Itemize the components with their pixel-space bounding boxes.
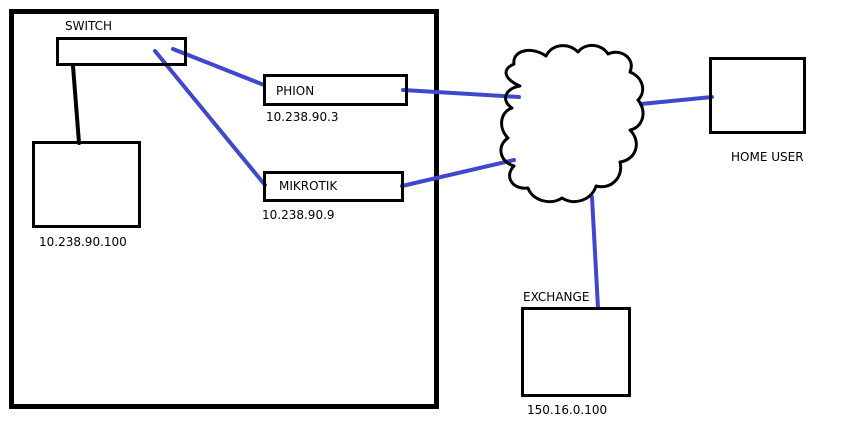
exchange-ip-label: 150.16.0.100 (527, 403, 607, 417)
mikrotik-ip-label: 10.238.90.9 (262, 208, 335, 222)
mikrotik-label: MIKROTIK (279, 179, 338, 193)
link-switch-mikrotik (153, 49, 267, 187)
link-mikrotik-cloud (400, 158, 516, 188)
phion-ip-label: 10.238.90.3 (266, 110, 339, 124)
phion-node (263, 74, 408, 106)
phion-label: PHION (276, 84, 314, 98)
exchange-label: EXCHANGE (523, 290, 589, 304)
switch-label: SWITCH (65, 19, 112, 33)
link-cloud-exchange (590, 195, 600, 310)
local-network-boundary (9, 9, 439, 409)
link-switch-phion (171, 47, 266, 87)
host-node (32, 141, 141, 228)
internet-cloud (499, 44, 645, 204)
host-ip-label: 10.238.90.100 (39, 235, 127, 249)
link-phion-cloud (401, 88, 521, 99)
link-switch-host (71, 64, 81, 145)
exchange-node (521, 307, 631, 397)
mikrotik-node (263, 171, 404, 202)
switch-node (56, 37, 187, 66)
home-user-label: HOME USER (731, 150, 804, 164)
network-links (153, 47, 714, 310)
home-user-node (709, 57, 806, 134)
link-cloud-home-user (639, 95, 714, 106)
